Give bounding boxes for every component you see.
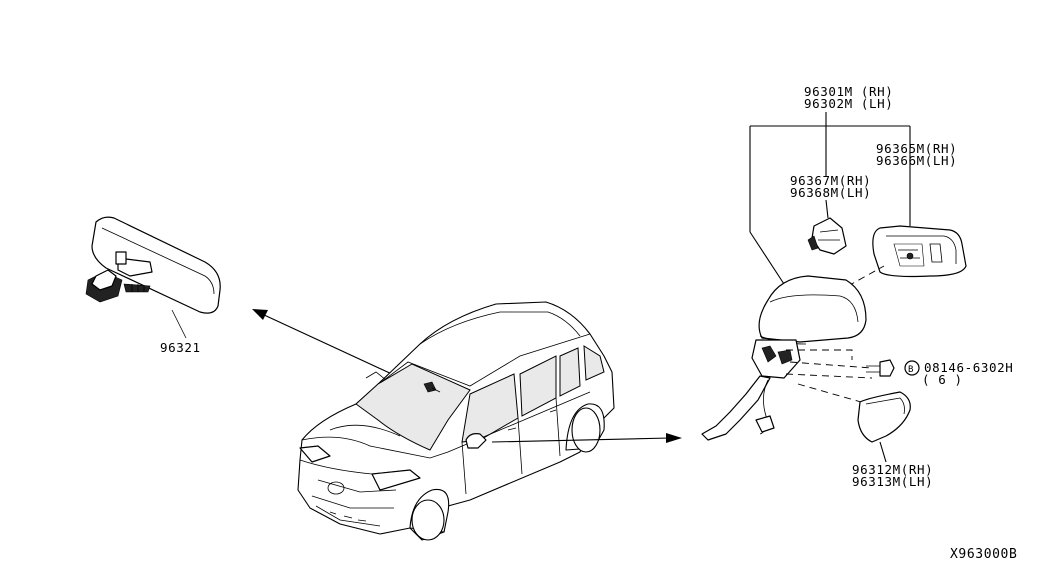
label-96367M: 96367M(RH) bbox=[790, 173, 871, 188]
bolt-mark-B: B bbox=[908, 365, 914, 375]
label-96302M: 96302M (LH) bbox=[804, 96, 893, 111]
leader-96301M bbox=[749, 112, 911, 285]
car-hatchback-icon bbox=[297, 301, 615, 541]
dashed-glass bbox=[847, 265, 885, 287]
label-96368M: 96368M(LH) bbox=[790, 185, 871, 200]
label-96312M: 96312M(RH) bbox=[852, 462, 933, 477]
door-mirror-housing-icon bbox=[701, 275, 867, 441]
leader-96312M bbox=[879, 441, 887, 463]
bolt-icon bbox=[866, 359, 920, 377]
label-bolt-code: 08146-6302H bbox=[924, 360, 1013, 375]
mirror-cover-icon bbox=[857, 391, 911, 443]
mirror-motor-icon bbox=[807, 217, 847, 255]
mirror-glass-icon bbox=[872, 225, 967, 278]
leader-96321 bbox=[171, 309, 187, 339]
dashed-base-lines bbox=[785, 349, 873, 405]
leader-96367M bbox=[825, 199, 829, 219]
label-96365M: 96365M(RH) bbox=[876, 141, 957, 156]
label-96313M: 96313M(LH) bbox=[852, 474, 933, 489]
label-96366M: 96366M(LH) bbox=[876, 153, 957, 168]
label-96301M: 96301M (RH) bbox=[804, 84, 893, 99]
label-96321: 96321 bbox=[160, 340, 201, 355]
label-bolt-qty: ( 6 ) bbox=[922, 372, 963, 387]
arrow-to-door-mirror bbox=[491, 433, 682, 443]
drawing-id: X963000B bbox=[950, 547, 1017, 562]
inner-rearview-mirror-icon bbox=[85, 216, 221, 314]
